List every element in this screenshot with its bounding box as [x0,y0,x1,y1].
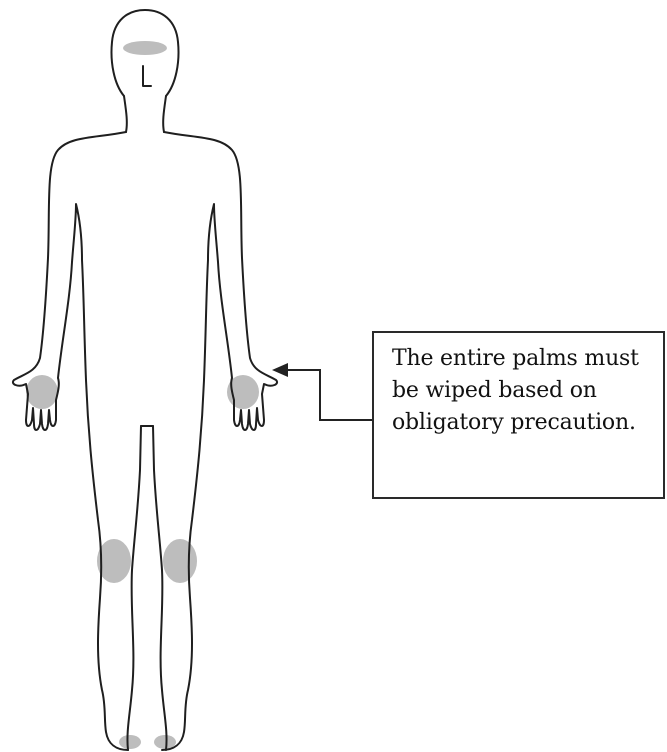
left-toe-mark [154,735,176,749]
callout-arrow-line [286,370,374,420]
right-toe-mark [119,735,141,749]
body-outline-left [13,132,128,750]
right-palm-mark [26,375,58,409]
inner-leg-right [127,426,141,750]
neck-left-line [124,96,127,132]
neck-right-line [163,96,166,132]
callout-text: The entire palms must be wiped based on … [392,346,639,435]
inner-leg-left [153,426,167,750]
callout-box: The entire palms must be wiped based on … [372,331,665,499]
nose-line [143,66,151,86]
forehead-mark [123,41,167,55]
body-outline-right [162,132,277,750]
callout-arrow-head [272,363,288,377]
left-knee-mark [163,539,197,583]
